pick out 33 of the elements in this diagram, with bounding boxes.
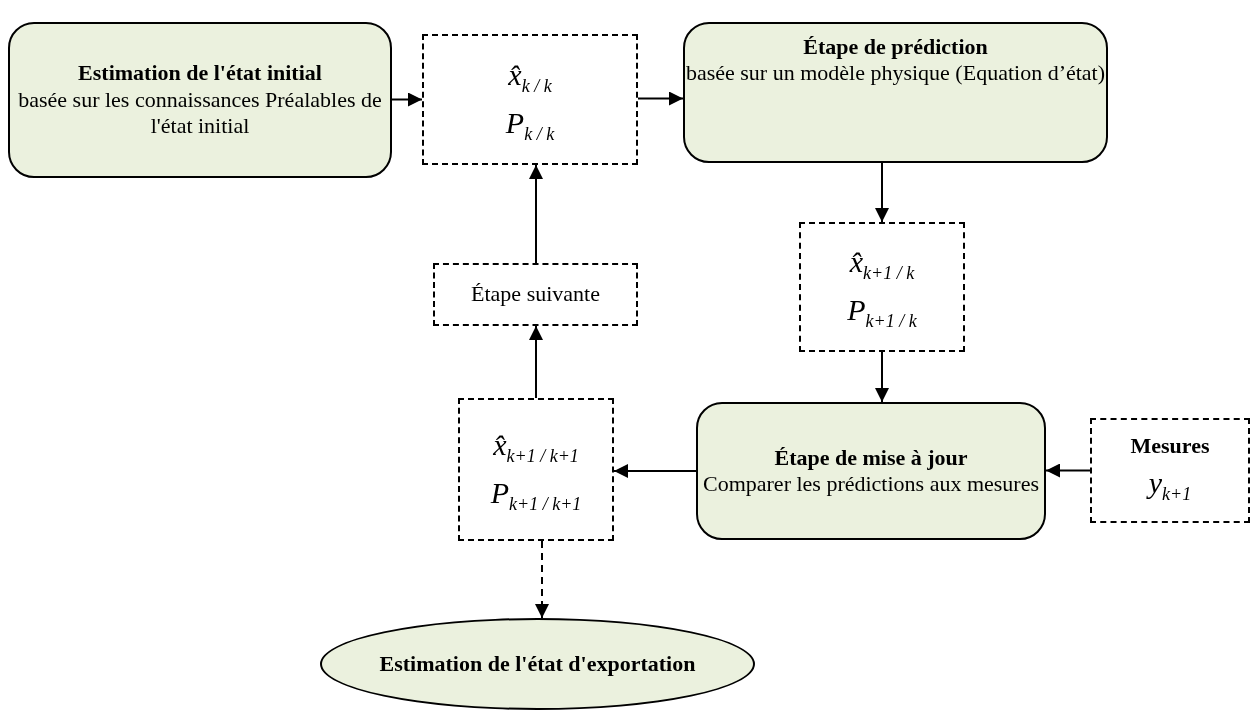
arrow	[529, 325, 543, 399]
state-box	[458, 398, 614, 541]
math-symbol: y$_{k+1}$	[1148, 464, 1192, 506]
math-symbol: P$_{k / k}$	[505, 104, 555, 146]
state-box	[799, 222, 965, 352]
arrow	[875, 351, 889, 403]
state-box	[1090, 418, 1250, 523]
state-box	[422, 34, 638, 165]
arrow	[529, 164, 543, 264]
box-heading: Étape de prédiction	[803, 34, 988, 61]
state-box	[433, 263, 638, 326]
process-box	[696, 402, 1046, 540]
box-text: Comparer les prédictions aux mesures	[703, 471, 1039, 498]
process-box	[8, 22, 392, 178]
math-symbol: x̂$_{k+1 / k+1}$	[493, 426, 579, 468]
box-heading: Étape de mise à jour	[774, 444, 968, 471]
arrow	[613, 464, 697, 478]
arrow	[1045, 463, 1091, 478]
arrow	[391, 92, 423, 107]
math-symbol: P$_{k+1 / k+1}$	[490, 474, 582, 516]
arrow	[875, 162, 889, 223]
math-symbol: P$_{k+1 / k}$	[847, 292, 917, 333]
box-heading: Estimation de l'état initial	[78, 60, 322, 87]
box-heading: Mesures	[1130, 433, 1210, 460]
box-heading: Estimation de l'état d'exportation	[379, 650, 696, 678]
arrow	[535, 540, 549, 619]
process-box	[683, 22, 1108, 163]
math-symbol: x̂$_{k / k}$	[508, 56, 552, 98]
box-text: basée sur les connaissances Préalables de l'état initial	[17, 86, 383, 140]
box-text: Étape suivante	[471, 281, 600, 308]
arrow	[637, 91, 684, 106]
math-symbol: x̂$_{k+1 / k}$	[849, 244, 915, 285]
box-text: basée sur un modèle physique (Equation d’état)	[685, 60, 1106, 87]
